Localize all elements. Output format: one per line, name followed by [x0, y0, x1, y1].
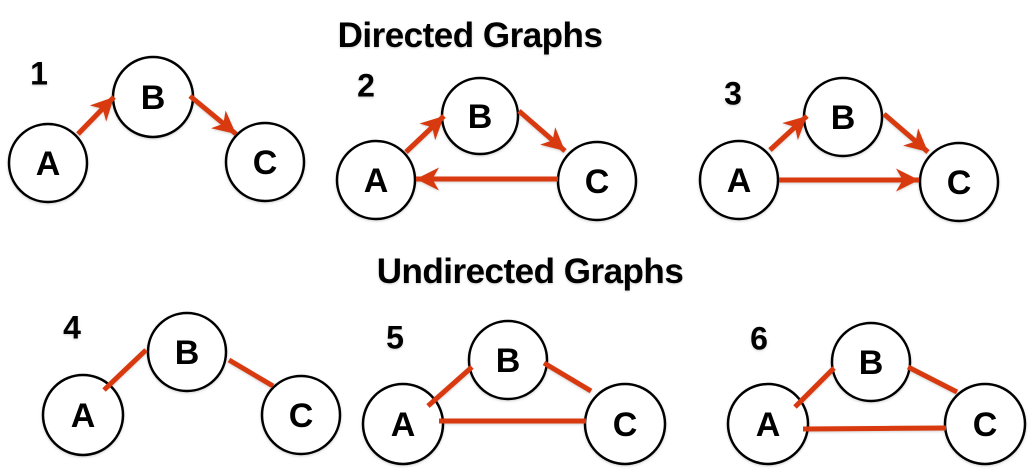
node-label-3-C: C	[947, 164, 972, 202]
edge-1-B-C-arrow	[188, 94, 238, 136]
node-circle-3-A	[698, 139, 780, 221]
graph-1-directed: A B C 1	[7, 56, 306, 204]
node-circle-6-A	[726, 382, 810, 466]
directed-graphs-title: Directed Graphs	[337, 16, 603, 55]
node-label-5-C: C	[613, 406, 638, 444]
undirected-graphs-title: Undirected Graphs	[376, 252, 684, 291]
graph-number-4: 4	[63, 310, 81, 346]
edge-6-A-B	[793, 366, 836, 409]
edge-4-A-B	[102, 348, 148, 392]
node-label-5-B: B	[496, 342, 521, 380]
node-label-3-B: B	[831, 99, 856, 137]
node-label-2-A: A	[364, 162, 389, 200]
node-label-4-B: B	[175, 334, 200, 372]
node-circle-3-C	[918, 141, 1000, 223]
node-label-4-C: C	[289, 397, 314, 435]
graph-number-3: 3	[724, 76, 742, 112]
edge-6-B-C	[906, 364, 959, 395]
edge-6-A-C	[802, 425, 947, 432]
node-label-3-A: A	[727, 162, 752, 200]
graph-2-directed: A B C 2	[335, 68, 638, 222]
graph-3-directed: A B C 3	[698, 76, 1000, 223]
node-label-5-A: A	[391, 406, 416, 444]
graph-6-undirected: A B C 6	[726, 321, 1027, 466]
node-circle-5-B	[467, 319, 549, 401]
graph-number-6: 6	[750, 321, 768, 357]
edge-5-A-B	[426, 365, 474, 408]
node-circle-5-C	[583, 382, 667, 466]
node-circle-1-A	[7, 122, 89, 204]
node-label-6-C: C	[973, 406, 998, 444]
node-label-6-B: B	[859, 344, 884, 382]
edge-5-B-C	[542, 360, 593, 394]
node-circle-2-A	[335, 139, 417, 221]
graph-5-undirected: A B C 5	[361, 319, 667, 466]
node-circle-4-C	[260, 374, 342, 456]
graph-number-1: 1	[30, 56, 48, 92]
node-label-2-C: C	[585, 163, 610, 201]
graph-number-5: 5	[386, 320, 404, 356]
node-circle-1-C	[224, 121, 306, 203]
node-label-1-A: A	[36, 145, 61, 183]
node-label-6-A: A	[756, 406, 781, 444]
edge-1-A-B-arrow	[76, 95, 116, 136]
node-circle-5-A	[361, 382, 445, 466]
edge-4-B-C	[227, 357, 275, 389]
node-circle-6-B	[830, 321, 912, 403]
node-label-1-B: B	[141, 79, 166, 117]
graph-number-2: 2	[357, 68, 375, 104]
edge-2-A-B-arrow	[404, 114, 446, 154]
node-circle-6-C	[943, 382, 1027, 466]
edge-3-B-C-arrow	[882, 112, 930, 154]
graph-4-undirected: A B C 4	[41, 310, 342, 457]
node-circle-4-A	[41, 373, 125, 457]
node-label-2-B: B	[468, 98, 493, 136]
node-label-1-C: C	[253, 144, 278, 182]
node-circle-4-B	[146, 311, 228, 393]
node-label-4-A: A	[71, 397, 96, 435]
edge-3-A-B-arrow	[768, 114, 809, 152]
edge-2-B-C-arrow	[517, 109, 567, 153]
